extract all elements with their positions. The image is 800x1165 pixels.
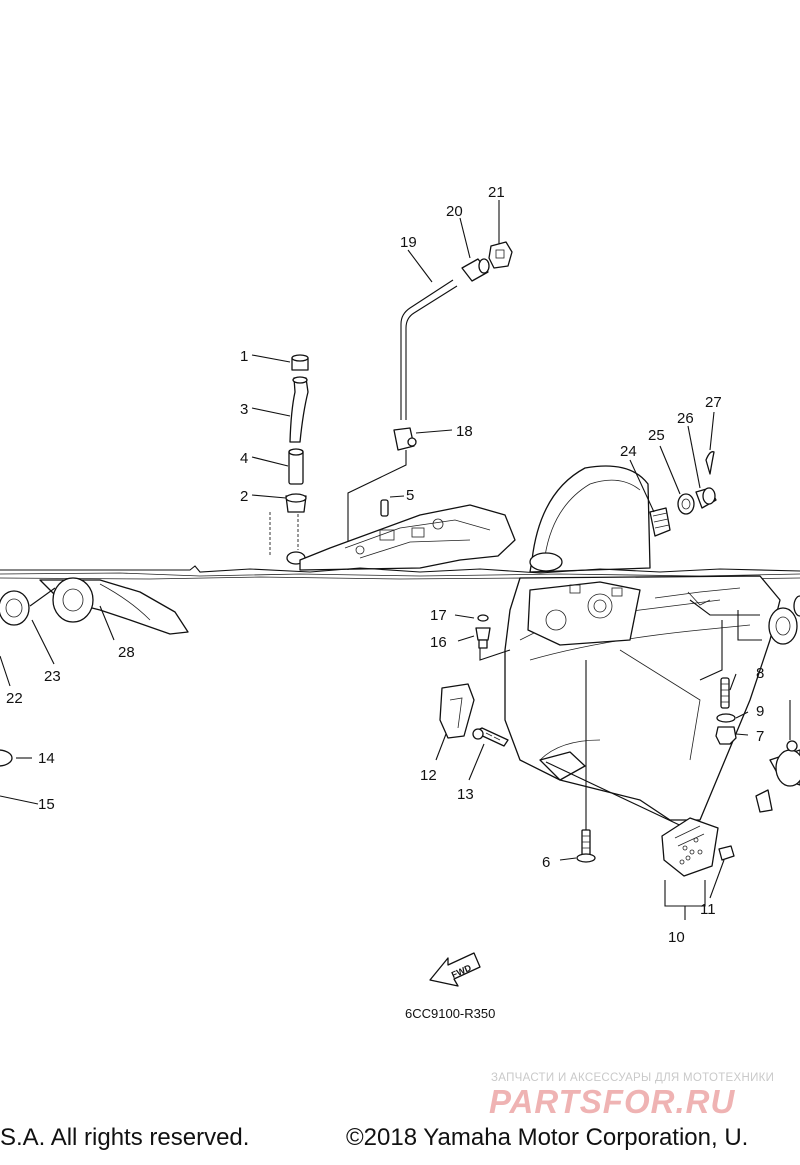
callout-23: 23 (44, 668, 61, 685)
callout-22: 22 (6, 690, 23, 707)
forward-direction-arrow: FWD (429, 952, 481, 987)
trim-tab-parts (439, 683, 509, 747)
callout-14: 14 (38, 750, 55, 767)
callout-19: 19 (400, 234, 417, 251)
upper-casing-plate (299, 504, 516, 571)
callout-13: 13 (457, 786, 474, 803)
callout-20: 20 (446, 203, 463, 220)
shaft-parts-stack (649, 451, 717, 537)
callout-7: 7 (756, 728, 764, 745)
callout-27: 27 (705, 394, 722, 411)
callout-25: 25 (648, 427, 665, 444)
callout-1: 1 (240, 348, 248, 365)
callout-4: 4 (240, 450, 248, 467)
callout-26: 26 (677, 410, 694, 427)
impeller-side-parts (715, 595, 800, 813)
watermark-brand: PARTSFOR.RU (489, 1083, 736, 1120)
callout-21: 21 (488, 184, 505, 201)
callout-2: 2 (240, 488, 248, 505)
callout-12: 12 (420, 767, 437, 784)
callout-3: 3 (240, 401, 248, 418)
callout-numbers: 1 2 3 4 5 6 7 8 9 10 11 12 13 14 15 16 1… (6, 184, 764, 946)
callout-24: 24 (620, 443, 637, 460)
watermark-subtitle: ЗАПЧАСТИ И АКСЕССУАРЫ ДЛЯ МОТОТЕХНИКИ (491, 1072, 775, 1084)
callout-11: 11 (700, 901, 716, 918)
drain-screw-parts (475, 614, 511, 661)
callout-9: 9 (756, 703, 764, 720)
callout-6: 6 (542, 854, 550, 871)
callout-16: 16 (430, 634, 447, 651)
footer-copyright-text: ©2018 Yamaha Motor Corporation, U. (346, 1124, 749, 1151)
callout-8: 8 (756, 665, 764, 682)
lower-gear-case (504, 575, 781, 832)
callout-5: 5 (406, 487, 414, 504)
callout-leaders (0, 200, 749, 899)
footer-rights-text: S.A. All rights reserved. (0, 1124, 250, 1151)
callout-15: 15 (38, 796, 55, 813)
anode-part (661, 817, 735, 920)
water-pipe-assembly (269, 241, 513, 570)
callout-10: 10 (668, 929, 685, 946)
bolt-part (576, 829, 596, 863)
callout-17: 17 (430, 607, 447, 624)
diagram-code: 6CC9100-R350 (405, 1006, 495, 1021)
gear-housing-cover (529, 465, 651, 573)
callout-28: 28 (118, 644, 135, 661)
propeller-parts (0, 577, 189, 805)
callout-18: 18 (456, 423, 473, 440)
